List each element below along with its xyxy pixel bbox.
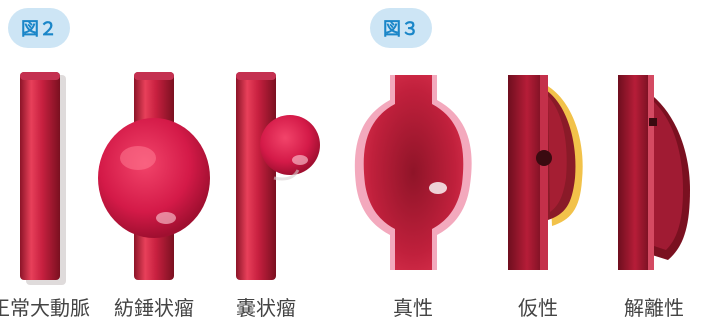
figure-3-badge: 図３ [370, 8, 432, 48]
true-aneurysm-section-icon [354, 75, 472, 270]
normal-aorta-icon [20, 72, 66, 285]
fusiform-aneurysm-icon [98, 72, 210, 280]
saccular-aneurysm-icon [236, 72, 320, 280]
label-dissecting-aneurysm: 解離性 [624, 296, 684, 320]
label-saccular-aneurysm: 嚢状瘤 [236, 296, 296, 320]
dissecting-aneurysm-section-icon [618, 75, 690, 270]
label-normal-aorta: 正常大動脈 [0, 296, 90, 320]
pseudo-aneurysm-section-icon [508, 75, 583, 270]
label-pseudo-aneurysm: 仮性 [518, 296, 558, 320]
label-fusiform-aneurysm: 紡錘状瘤 [114, 296, 194, 320]
label-true-aneurysm: 真性 [393, 296, 433, 320]
figure-2-badge: 図２ [8, 8, 70, 48]
